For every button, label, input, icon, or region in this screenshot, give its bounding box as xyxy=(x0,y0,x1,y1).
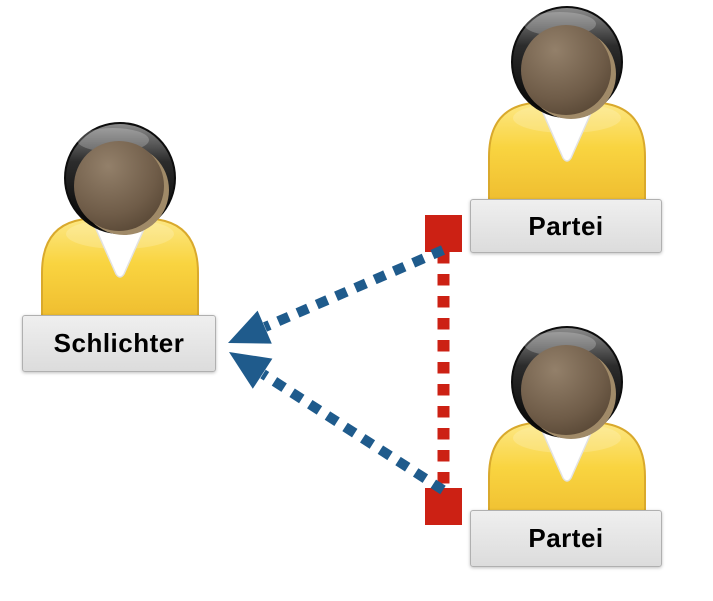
partei-bottom-label: Partei xyxy=(470,510,662,567)
arrowhead-icon-top xyxy=(228,310,272,344)
schlichter-person-icon xyxy=(41,122,199,324)
partei-bottom-person-icon xyxy=(488,326,646,528)
partei-top-person-icon xyxy=(488,6,646,208)
edge-endpoint-square-bottom xyxy=(425,488,462,525)
edge-endpoint-square-top xyxy=(425,215,462,252)
edge-partei-top-to-schlichter xyxy=(263,245,445,332)
partei-top-label: Partei xyxy=(470,199,662,253)
edge-partei-bottom-to-schlichter xyxy=(260,369,446,495)
arrowhead-icon-bottom xyxy=(229,352,273,389)
schlichter-label: Schlichter xyxy=(22,315,216,372)
